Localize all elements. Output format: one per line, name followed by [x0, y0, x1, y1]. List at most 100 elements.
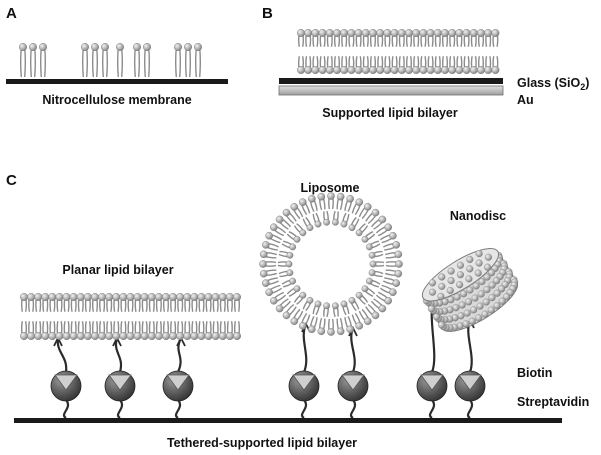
lipid-molecule [383, 241, 401, 251]
lipid-head [190, 332, 199, 341]
lipid-head [336, 192, 345, 201]
lipid-head [383, 65, 392, 74]
lipid-head [76, 293, 85, 302]
lipid-head [306, 296, 314, 304]
lipid-molecule [261, 241, 279, 251]
lipid-head [69, 332, 78, 341]
lipid-head [376, 65, 385, 74]
lipid-molecule [55, 293, 64, 312]
lipid-head [327, 328, 335, 336]
lipid-molecule [369, 56, 378, 74]
nanodisc-lipid-head [503, 293, 511, 301]
lipid-molecule [433, 56, 442, 74]
tether-lower [174, 399, 182, 419]
lipid-molecule [318, 29, 327, 47]
lipid-molecule [161, 321, 170, 341]
lipid-head [363, 317, 372, 326]
lipid-molecule [333, 29, 342, 47]
nanodisc-lipid-head [493, 277, 501, 285]
lipid-molecule [383, 29, 392, 47]
lipid-molecule [317, 317, 326, 336]
nanodisc [421, 248, 519, 332]
liposome [259, 192, 403, 336]
lipid-head [323, 218, 331, 226]
lipid-head [491, 29, 500, 38]
lipid-head [169, 332, 178, 341]
lipid-head [204, 293, 213, 302]
streptavidin-label: Streptavidin [517, 395, 589, 409]
lipid-molecule [140, 293, 149, 312]
lipid-molecule [311, 56, 320, 74]
nanodisc-lipid-head [446, 286, 454, 295]
lipid-molecule [126, 293, 135, 312]
tether-upper [114, 337, 123, 373]
lipid-molecule [142, 43, 151, 78]
lipid-molecule [369, 29, 378, 47]
lipid-molecule [358, 202, 372, 220]
lipid-head [259, 269, 268, 278]
lipid-molecule [39, 43, 48, 78]
lipid-head [225, 293, 234, 302]
lipid-tail [44, 46, 47, 78]
lipid-molecule [112, 293, 121, 312]
lipid-head [369, 260, 377, 268]
nanodisc-lipid-head [471, 294, 479, 302]
lipid-molecule [83, 293, 92, 312]
gold-layer [278, 85, 504, 96]
tether-lower [428, 399, 436, 419]
biotin-wedge [292, 374, 316, 391]
lipid-head [304, 65, 313, 74]
lipid-head [100, 43, 109, 52]
lipid-head [355, 198, 364, 206]
lipid-tail [96, 46, 99, 78]
lipid-head [378, 304, 387, 313]
lipid-molecule [259, 250, 278, 259]
lipid-head [354, 29, 363, 38]
lipid-molecule [370, 298, 387, 313]
lipid-head [218, 332, 227, 341]
lipid-head [293, 235, 301, 243]
streptavidin-biotin-anchors [50, 370, 486, 402]
lipid-molecule [119, 321, 128, 341]
lipid-molecule [204, 321, 213, 341]
lipid-molecule [469, 29, 478, 47]
nanodisc-lipid-head [493, 289, 501, 297]
lipid-tail [121, 46, 124, 78]
lipid-molecule [281, 240, 297, 251]
lipid-head [290, 317, 299, 326]
lipid-molecule [286, 285, 301, 297]
lipid-molecule [379, 284, 397, 297]
lipid-molecule [140, 321, 149, 341]
lipid-molecule [48, 321, 57, 341]
lipid-molecule [308, 316, 318, 334]
lipid-head [311, 65, 320, 74]
lipid-head [433, 29, 442, 38]
lipid-tail [143, 46, 146, 78]
lipid-head [119, 293, 128, 302]
nanodisc-lipid-head [474, 269, 482, 277]
nanodisc-lipid-head [483, 286, 491, 294]
lipid-molecule [55, 321, 64, 341]
nanodisc-lipid-head [475, 259, 483, 267]
lipid-head [369, 29, 378, 38]
lipid-molecule [83, 321, 92, 341]
lipid-molecule [462, 29, 471, 47]
lipid-head [361, 65, 370, 74]
lipid-head [354, 65, 363, 74]
lipid-molecule [297, 29, 306, 47]
lipid-molecule [376, 29, 385, 47]
lipid-head [211, 293, 220, 302]
lipid-head [173, 43, 182, 52]
lipid-head [318, 29, 327, 38]
lipid-molecule [375, 223, 393, 237]
lipid-molecule [290, 202, 304, 220]
nanodisc-lipid-head [481, 310, 489, 318]
lipid-tail [174, 46, 177, 78]
nanodisc-lipid-head [487, 306, 495, 314]
lipid-molecule [344, 316, 354, 334]
lipid-head [346, 194, 354, 203]
lipid-head [265, 288, 273, 297]
lipid-molecule [41, 293, 50, 312]
lipid-molecule [147, 321, 156, 341]
nanodisc-lipid-head [438, 282, 446, 290]
